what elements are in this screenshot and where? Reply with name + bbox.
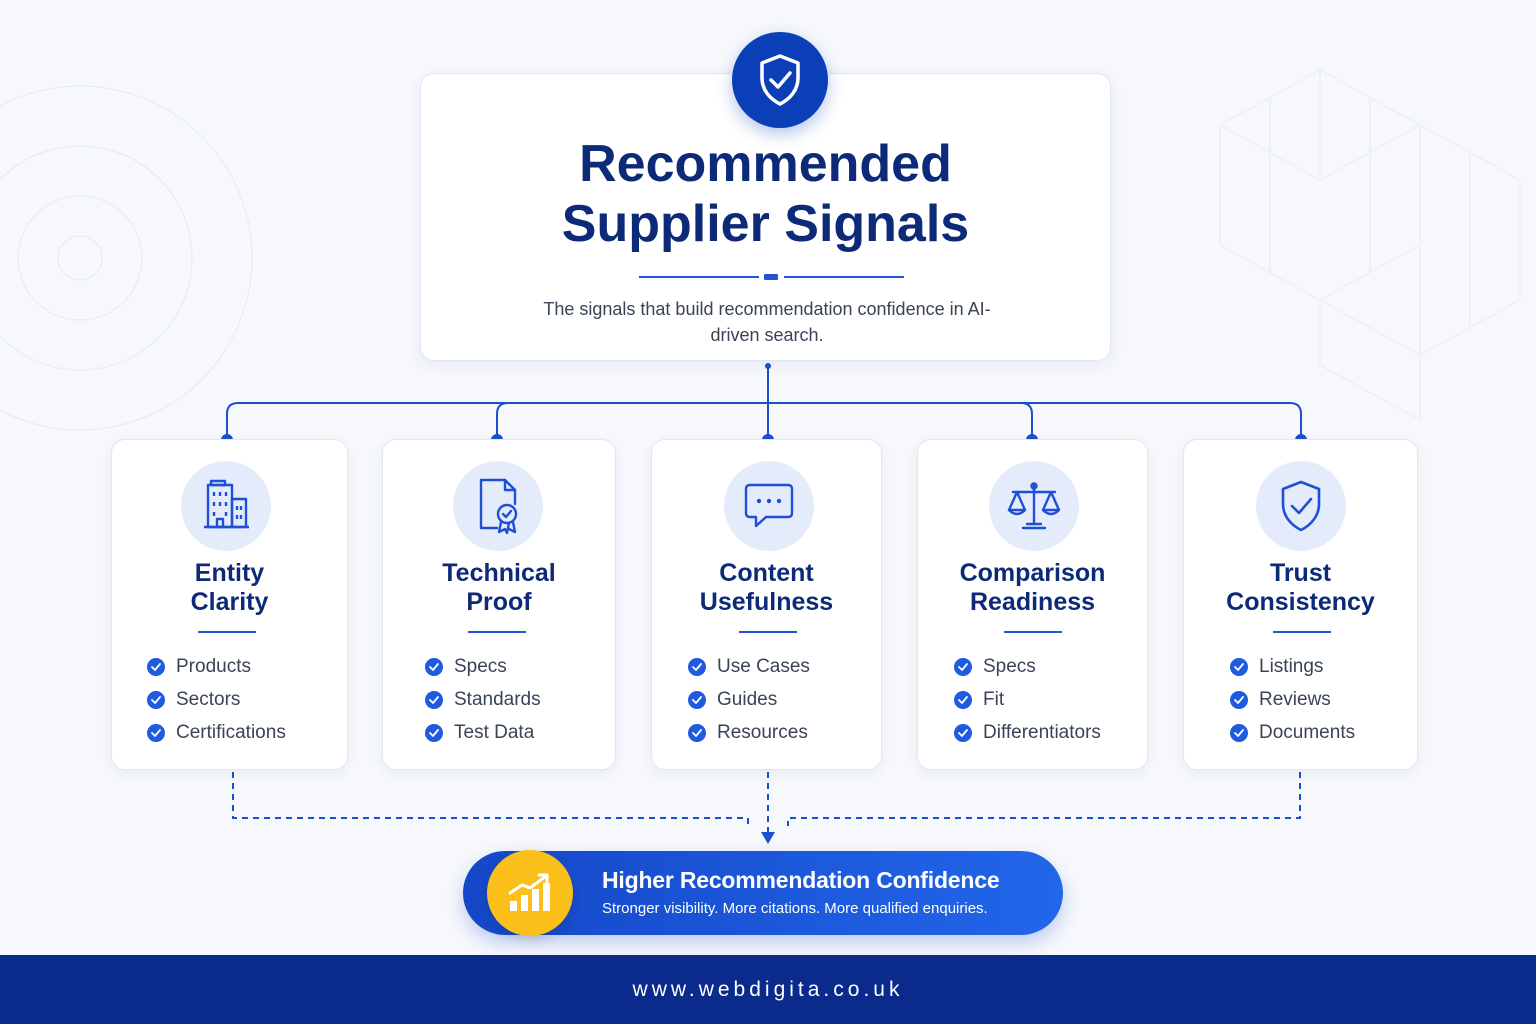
- page-title-line2: Supplier Signals: [561, 195, 970, 253]
- signal-card-trust-consistency: Trust Consistency Listings Reviews Docum…: [1183, 439, 1418, 770]
- signal-title: Comparison Readiness: [959, 559, 1106, 616]
- check-icon: [688, 690, 706, 709]
- check-icon: [688, 723, 706, 742]
- list-item: Products: [147, 650, 286, 683]
- shield-check-icon: [1256, 461, 1346, 551]
- check-icon: [425, 690, 443, 709]
- check-icon: [147, 657, 165, 676]
- list-item: Specs: [425, 650, 541, 683]
- list-item: Guides: [688, 683, 810, 716]
- signal-card-technical-proof: Technical Proof Specs Standards Test Dat…: [382, 439, 616, 770]
- check-icon: [1230, 690, 1248, 709]
- check-icon: [954, 723, 972, 742]
- list-item: Documents: [1230, 716, 1355, 749]
- check-icon: [425, 723, 443, 742]
- title-underline: [1004, 631, 1062, 633]
- chat-bubble-icon: [724, 461, 814, 551]
- signal-card-comparison-readiness: Comparison Readiness Specs Fit Different…: [917, 439, 1148, 770]
- list-item: Test Data: [425, 716, 541, 749]
- balance-scale-icon: [989, 461, 1079, 551]
- title-underline: [1273, 631, 1331, 633]
- footer-url[interactable]: www.webdigita.co.uk: [632, 977, 904, 1001]
- title-underline: [198, 631, 256, 633]
- list-item: Specs: [954, 650, 1101, 683]
- page-subtitle: The signals that build recommendation co…: [543, 299, 991, 345]
- signal-item-list: Specs Fit Differentiators: [954, 650, 1101, 749]
- title-underline: [468, 631, 526, 633]
- list-item: Standards: [425, 683, 541, 716]
- shield-check-icon: [732, 32, 828, 128]
- check-icon: [147, 690, 165, 709]
- signal-item-list: Products Sectors Certifications: [147, 650, 286, 749]
- growth-chart-icon: [487, 850, 573, 936]
- signal-title: Entity Clarity: [190, 559, 269, 616]
- title-divider: [639, 274, 904, 280]
- signal-title: Trust Consistency: [1226, 559, 1375, 616]
- footer-bar: www.webdigita.co.uk: [0, 955, 1536, 1024]
- list-item: Certifications: [147, 716, 286, 749]
- list-item: Listings: [1230, 650, 1355, 683]
- check-icon: [954, 657, 972, 676]
- list-item: Reviews: [1230, 683, 1355, 716]
- list-item: Fit: [954, 683, 1101, 716]
- signal-card-entity-clarity: Entity Clarity Products Sectors Certific…: [111, 439, 348, 770]
- signal-card-content-usefulness: Content Usefulness Use Cases Guides Reso…: [651, 439, 882, 770]
- list-item: Differentiators: [954, 716, 1101, 749]
- check-icon: [1230, 657, 1248, 676]
- signal-title: Content Usefulness: [699, 559, 834, 616]
- list-item: Use Cases: [688, 650, 810, 683]
- signal-item-list: Specs Standards Test Data: [425, 650, 541, 749]
- building-icon: [181, 461, 271, 551]
- list-item: Sectors: [147, 683, 286, 716]
- page-title-line1: Recommended: [579, 135, 952, 193]
- check-icon: [954, 690, 972, 709]
- certificate-document-icon: [453, 461, 543, 551]
- check-icon: [147, 723, 165, 742]
- check-icon: [688, 657, 706, 676]
- list-item: Resources: [688, 716, 810, 749]
- check-icon: [425, 657, 443, 676]
- outcome-subtitle: Stronger visibility. More citations. Mor…: [602, 900, 988, 917]
- signal-title: Technical Proof: [442, 559, 556, 616]
- signal-item-list: Listings Reviews Documents: [1230, 650, 1355, 749]
- outcome-title: Higher Recommendation Confidence: [602, 867, 1000, 893]
- title-underline: [739, 631, 797, 633]
- signal-item-list: Use Cases Guides Resources: [688, 650, 810, 749]
- check-icon: [1230, 723, 1248, 742]
